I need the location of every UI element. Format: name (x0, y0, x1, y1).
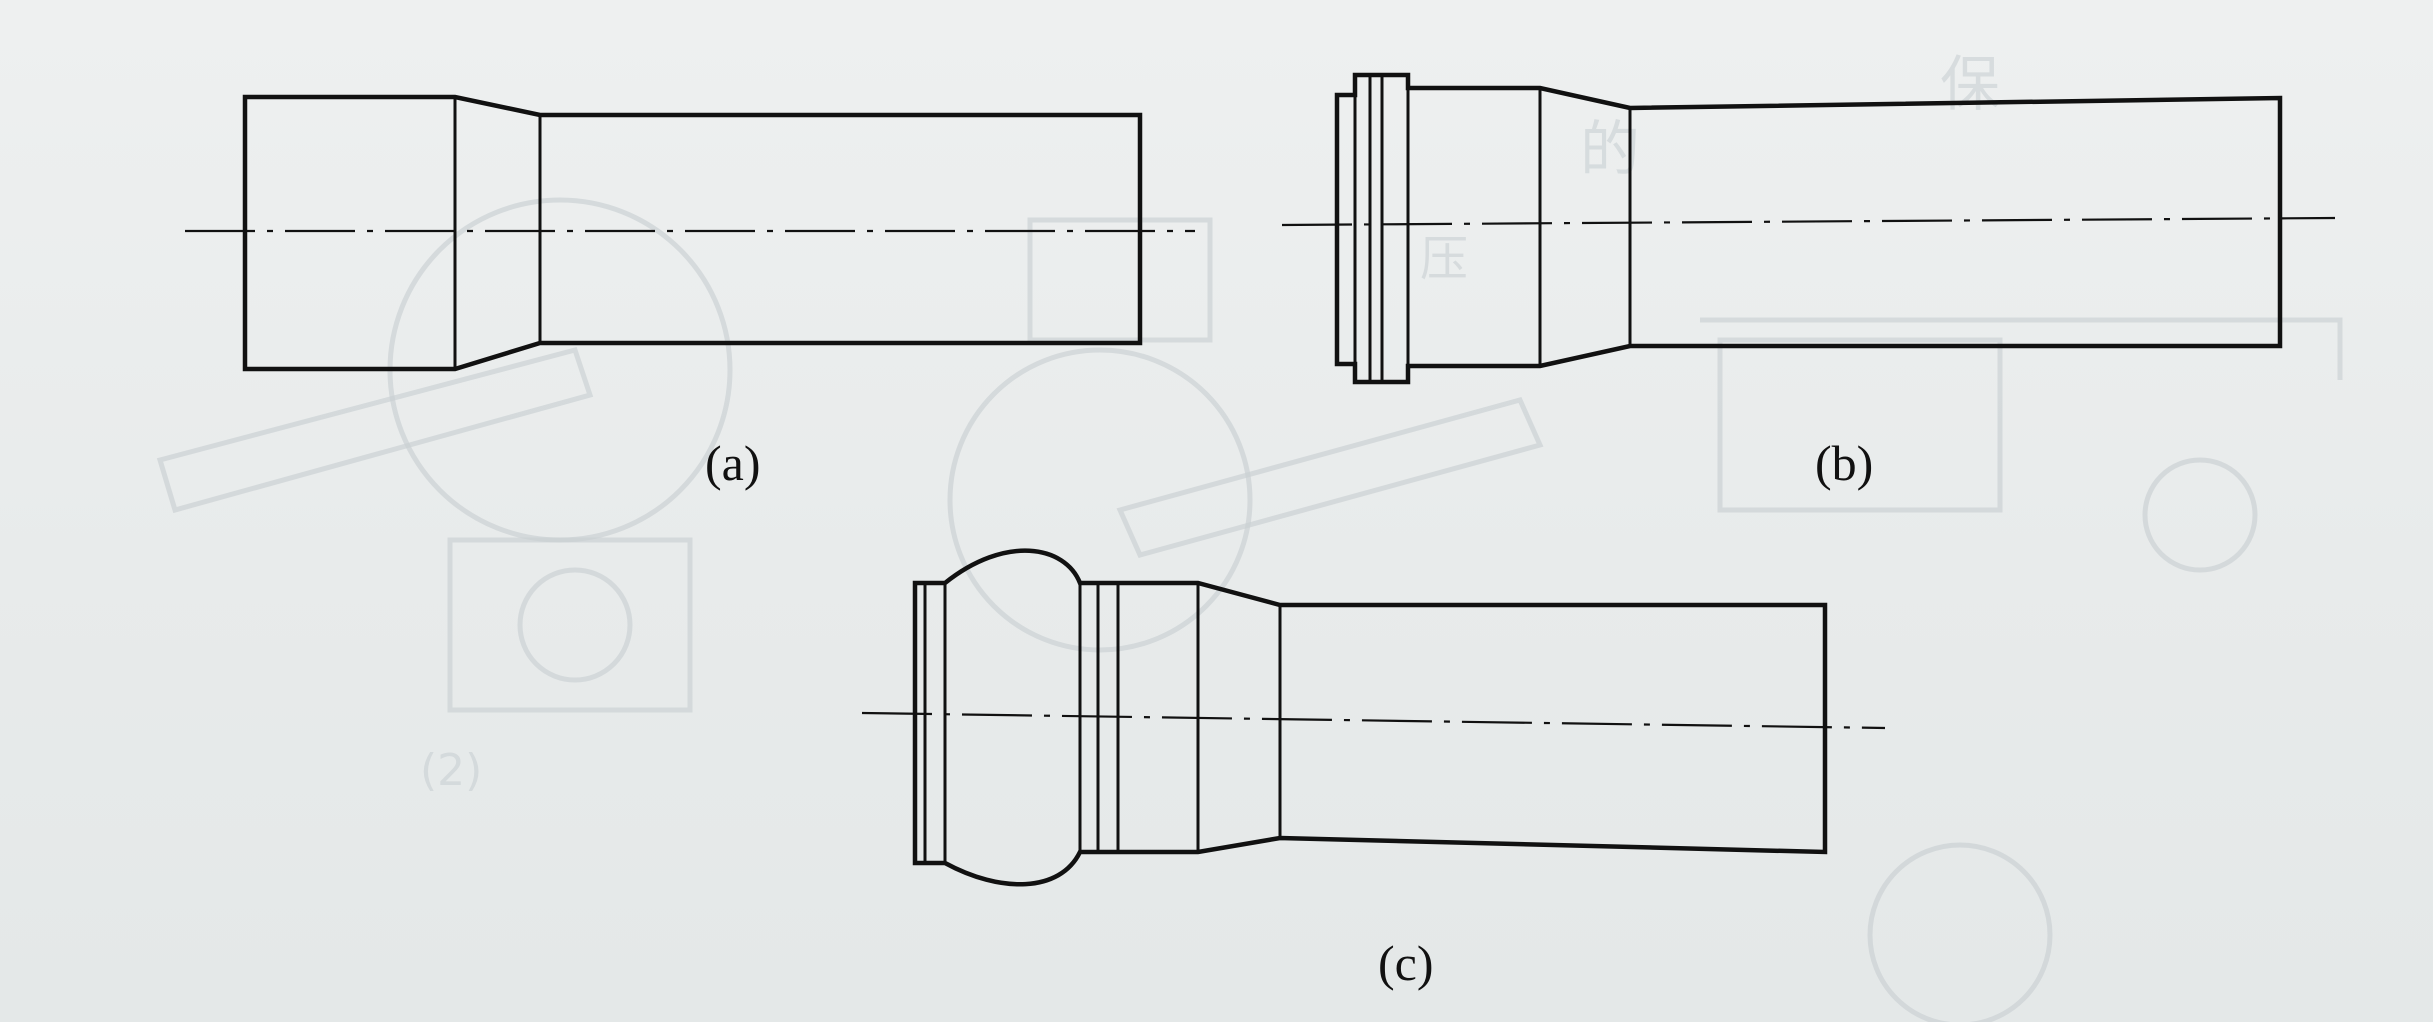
pipe-b-outline (1334, 72, 2283, 385)
caption-b: (b) (1815, 435, 1874, 491)
svg-text:(2): (2) (420, 745, 482, 796)
svg-text:保: 保 (1940, 50, 2000, 120)
pipe-a-outline (242, 94, 1143, 372)
pipe-drawing-a (185, 94, 1195, 372)
pipe-c-outline (912, 548, 1828, 887)
pipe-c-centerline (861, 711, 1886, 730)
bleed-through-background: 保 的 压 (2) (156, 50, 2343, 1022)
caption-a: (a) (705, 435, 761, 491)
pipe-drawing-b (1281, 72, 2336, 385)
pipe-b-centerline (1281, 216, 2336, 227)
svg-text:压: 压 (1420, 231, 1468, 287)
caption-c: (c) (1378, 935, 1434, 991)
pipe-drawing-c (861, 548, 1886, 887)
